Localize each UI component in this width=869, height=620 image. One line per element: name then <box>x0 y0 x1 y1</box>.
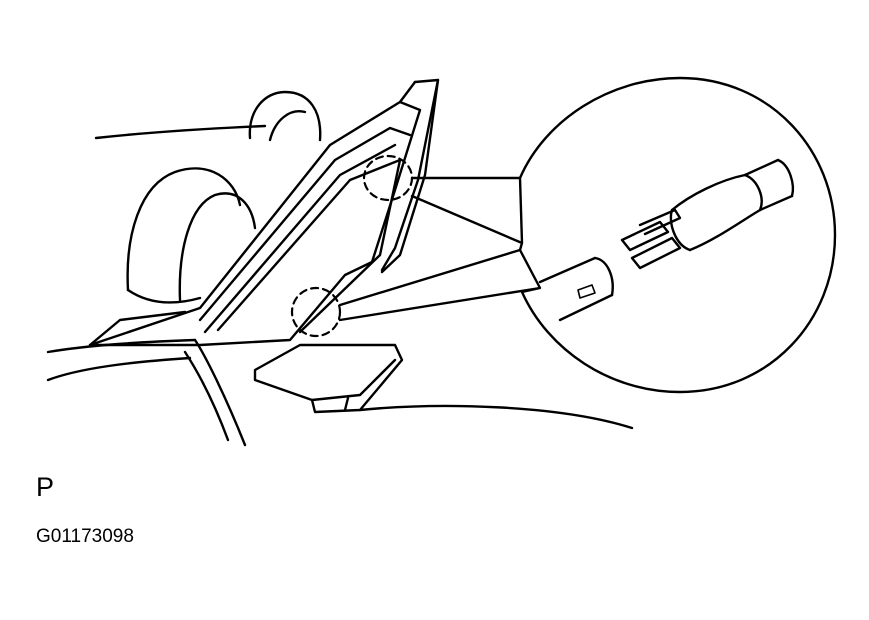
lower-tray <box>253 343 404 414</box>
convertible-top-illustration <box>46 76 837 447</box>
callout-leaders <box>338 176 542 322</box>
figure-id: G01173098 <box>36 526 134 547</box>
magnified-detail-circle <box>518 76 837 394</box>
upper-detail-circle <box>362 154 414 202</box>
connector-detail <box>538 158 794 322</box>
seat-headrests <box>126 90 322 304</box>
lower-detail-circle <box>290 286 342 338</box>
view-label: P <box>36 472 55 502</box>
folded-top-frame <box>88 78 440 347</box>
